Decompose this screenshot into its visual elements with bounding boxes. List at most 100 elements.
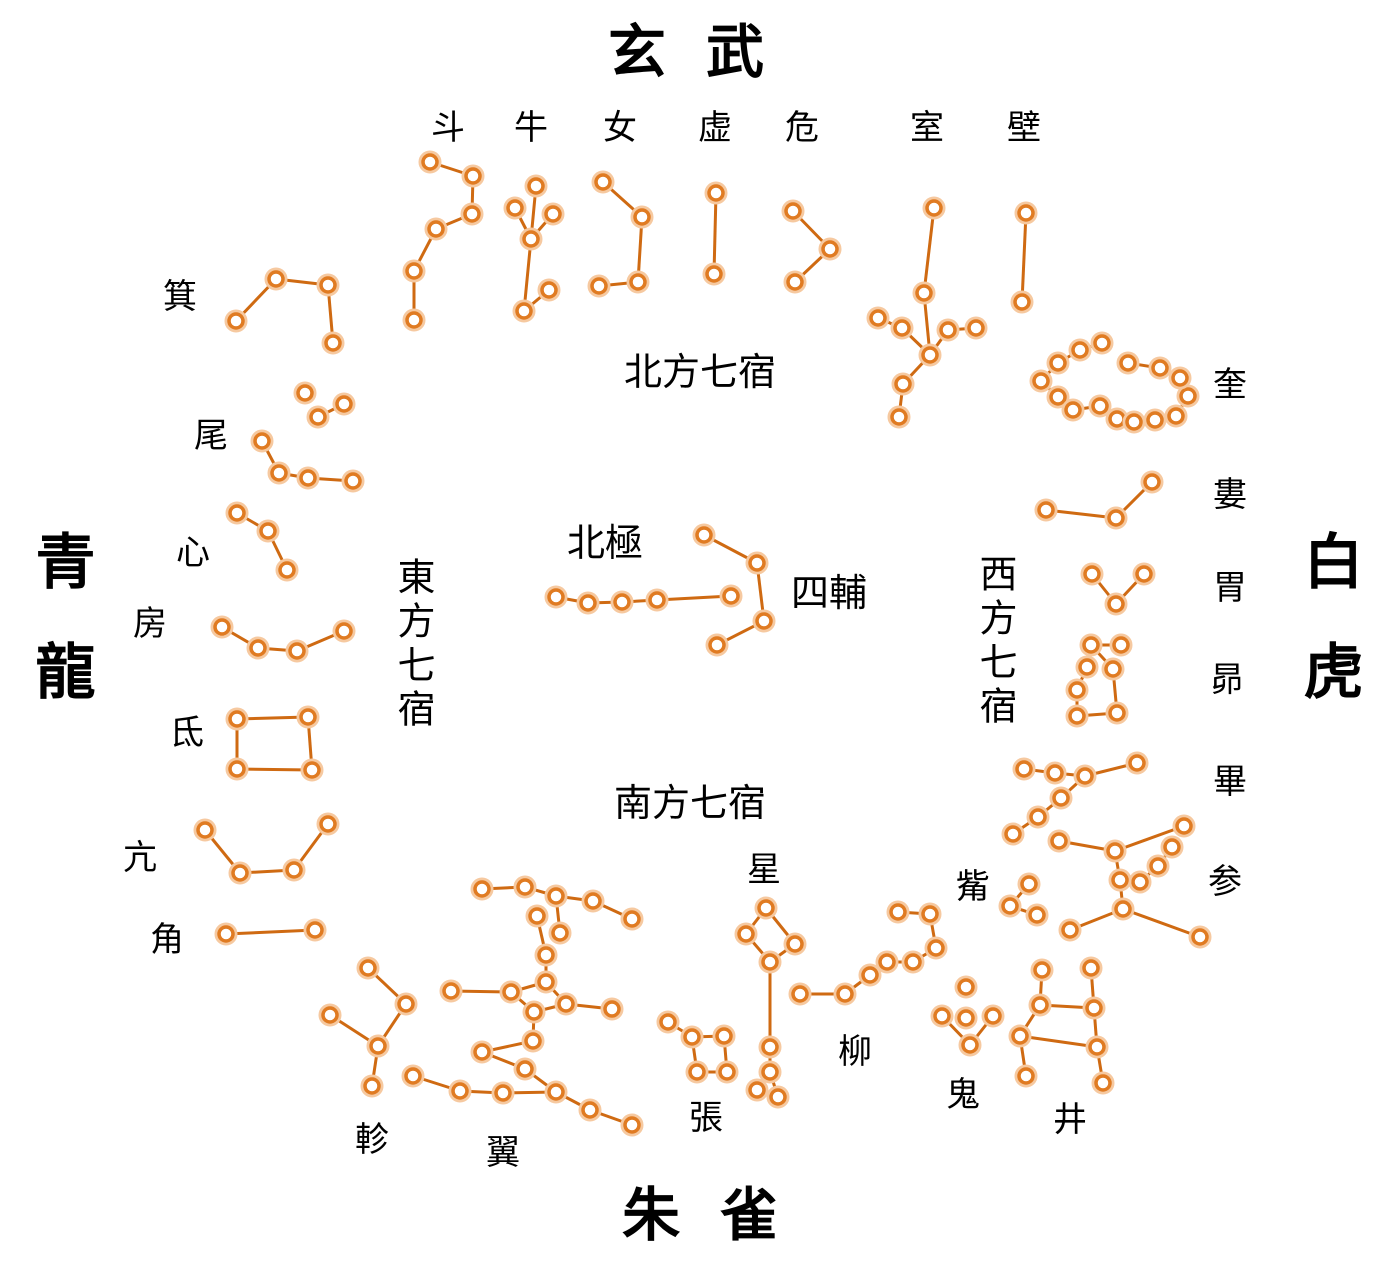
star-halo: [1014, 1064, 1038, 1088]
star: [925, 199, 943, 217]
star: [527, 177, 545, 195]
star-halo: [524, 174, 548, 198]
star-halo: [1049, 786, 1073, 810]
star: [1076, 767, 1094, 785]
star-halo: [890, 316, 914, 340]
star: [683, 1028, 701, 1046]
star-halo: [356, 956, 380, 980]
star: [1004, 825, 1022, 843]
star: [1013, 293, 1031, 311]
star-halo: [1025, 903, 1049, 927]
star-halo: [620, 1113, 644, 1137]
star-halo: [758, 950, 782, 974]
star: [1011, 1027, 1029, 1045]
star: [821, 240, 839, 258]
star: [528, 907, 546, 925]
star-halo: [318, 1003, 342, 1027]
star-halo: [998, 894, 1022, 918]
star: [786, 273, 804, 291]
star: [708, 636, 726, 654]
star: [213, 618, 231, 636]
star: [1015, 760, 1033, 778]
star-halo: [1088, 394, 1112, 418]
group-south: 南方七宿: [613, 781, 767, 825]
star-halo: [1091, 1071, 1115, 1095]
star-halo: [193, 818, 217, 842]
star-halo: [1105, 701, 1129, 725]
star-halo: [256, 519, 280, 543]
star: [688, 1063, 706, 1081]
star-halo: [1082, 996, 1106, 1020]
star-halo: [503, 196, 527, 220]
star: [253, 432, 271, 450]
star-halo: [578, 1098, 602, 1122]
star: [927, 939, 945, 957]
star-halo: [680, 1025, 704, 1049]
mansion-liu: 柳: [838, 1032, 872, 1072]
star: [1068, 681, 1086, 699]
constellation-shi: [866, 196, 988, 429]
mansion-fang: 房: [133, 604, 167, 644]
star: [1104, 660, 1122, 678]
star-halo: [1111, 897, 1135, 921]
star-halo: [1090, 331, 1114, 355]
star-halo: [402, 308, 426, 332]
star-halo: [1001, 822, 1025, 846]
star: [584, 892, 602, 910]
star-halo: [418, 150, 442, 174]
star-halo: [1075, 655, 1099, 679]
star-halo: [1108, 868, 1132, 892]
star-halo: [499, 980, 523, 1004]
star: [1031, 996, 1049, 1014]
star: [695, 526, 713, 544]
star-halo: [267, 461, 291, 485]
star-halo: [610, 590, 634, 614]
star: [227, 312, 245, 330]
star: [1049, 354, 1067, 372]
star-halo: [818, 237, 842, 261]
constellation-zhen: [318, 956, 418, 1098]
star-halo: [833, 982, 857, 1006]
star: [933, 1007, 951, 1025]
star-halo: [210, 615, 234, 639]
star-halo: [332, 619, 356, 643]
constellation-line: [1122, 907, 1201, 939]
star-halo: [282, 858, 306, 882]
mansion-niu: 牛: [514, 108, 548, 148]
star: [629, 273, 647, 291]
star: [893, 319, 911, 337]
star: [1017, 1067, 1035, 1085]
star: [957, 1009, 975, 1027]
star-halo: [306, 405, 330, 429]
star: [1125, 413, 1143, 431]
mansion-shen: 参: [1208, 862, 1242, 902]
constellation-niu: [503, 174, 565, 323]
star-halo: [1079, 633, 1103, 657]
star: [1046, 764, 1064, 782]
star-halo: [439, 979, 463, 1003]
star: [270, 464, 288, 482]
star: [551, 924, 569, 942]
star-halo: [366, 1034, 390, 1058]
star-halo: [754, 896, 778, 920]
star-halo: [544, 884, 568, 908]
star-halo: [685, 1060, 709, 1084]
constellation-dou: [402, 150, 485, 332]
star-halo: [360, 1074, 384, 1098]
star: [1049, 388, 1067, 406]
star-halo: [1030, 958, 1054, 982]
star: [516, 878, 534, 896]
star: [228, 504, 246, 522]
group-west: 西方七宿: [973, 554, 1017, 730]
star-halo: [783, 270, 807, 294]
star-halo: [958, 1033, 982, 1057]
star: [769, 1088, 787, 1106]
constellation-line: [712, 192, 718, 275]
star: [581, 1101, 599, 1119]
star-halo: [936, 318, 960, 342]
star-halo: [1029, 369, 1053, 393]
star-halo: [964, 316, 988, 340]
group-north: 北方七宿: [623, 350, 777, 394]
star: [278, 561, 296, 579]
mansion-zhang: 張: [689, 1098, 723, 1138]
